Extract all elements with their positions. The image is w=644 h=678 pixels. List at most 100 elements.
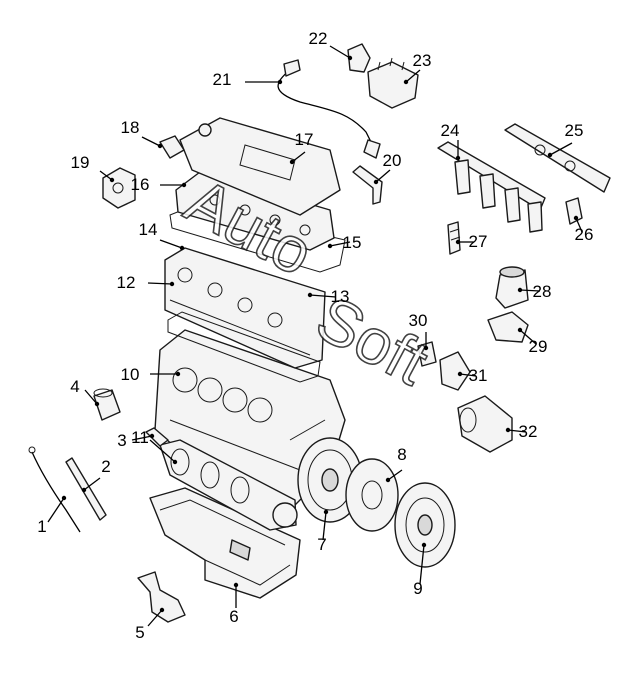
callout-21: 21 bbox=[213, 70, 232, 89]
oil-filter-part bbox=[93, 388, 121, 421]
callout-12: 12 bbox=[117, 273, 136, 292]
leader-lines bbox=[47, 45, 583, 627]
leader-line-28 bbox=[519, 289, 541, 292]
leader-line-20 bbox=[375, 169, 391, 183]
leader-line-4 bbox=[84, 389, 98, 405]
callout-1: 1 bbox=[37, 517, 46, 536]
leader-line-1 bbox=[47, 497, 65, 523]
sensor-3-part bbox=[145, 427, 169, 447]
crankshaft-part bbox=[159, 439, 298, 531]
leader-line-5 bbox=[147, 609, 163, 627]
leader-dot-14 bbox=[179, 245, 185, 251]
ignition-coil-part bbox=[367, 57, 419, 109]
leader-line-2 bbox=[83, 477, 101, 491]
leader-line-15 bbox=[329, 241, 351, 247]
leader-dot-1 bbox=[61, 495, 67, 501]
cylinder-head-part bbox=[164, 247, 326, 369]
callout-10: 10 bbox=[121, 365, 140, 384]
leader-dot-17 bbox=[289, 159, 295, 165]
head-gasket-part bbox=[167, 311, 321, 383]
sensor-bracket-part bbox=[487, 311, 529, 343]
leader-line-11 bbox=[149, 439, 176, 463]
leader-dot-27 bbox=[455, 239, 461, 245]
leader-dot-6 bbox=[233, 582, 239, 588]
leader-line-12 bbox=[147, 282, 173, 285]
leader-line-23 bbox=[405, 69, 421, 83]
leader-dot-7 bbox=[323, 509, 329, 515]
callout-16: 16 bbox=[131, 175, 150, 194]
thermostat-housing-part bbox=[495, 266, 529, 309]
callout-18: 18 bbox=[121, 118, 140, 137]
callout-13: 13 bbox=[331, 287, 350, 306]
leader-dot-15 bbox=[327, 243, 333, 249]
oil-pan-part bbox=[149, 487, 301, 599]
leader-line-19 bbox=[99, 170, 113, 181]
leader-dot-8 bbox=[385, 477, 391, 483]
callout-8: 8 bbox=[397, 445, 406, 464]
starter-motor-part bbox=[457, 395, 513, 453]
leader-dot-26 bbox=[573, 215, 579, 221]
callout-17: 17 bbox=[295, 130, 314, 149]
leader-line-31 bbox=[459, 373, 477, 377]
pressure-regulator-part bbox=[565, 197, 583, 225]
leader-dot-22 bbox=[347, 55, 353, 61]
leader-dot-32 bbox=[505, 427, 511, 433]
engine-cover-part bbox=[179, 117, 341, 216]
leader-dot-31 bbox=[457, 371, 463, 377]
leader-line-17 bbox=[291, 151, 306, 163]
callout-26: 26 bbox=[575, 225, 594, 244]
leader-line-18 bbox=[141, 136, 161, 147]
callout-9: 9 bbox=[413, 579, 422, 598]
leader-dot-16 bbox=[181, 182, 187, 188]
callout-31: 31 bbox=[469, 366, 488, 385]
engine-mount-part bbox=[102, 167, 136, 209]
leader-dot-2 bbox=[81, 487, 87, 493]
callout-24: 24 bbox=[441, 121, 460, 140]
engine-block-part bbox=[154, 329, 346, 511]
leader-dot-25 bbox=[547, 152, 553, 158]
oil-strainer-part bbox=[137, 571, 186, 623]
leader-dot-21 bbox=[277, 79, 283, 85]
leader-line-32 bbox=[507, 429, 527, 433]
leader-dot-29 bbox=[517, 327, 523, 333]
callout-27: 27 bbox=[469, 232, 488, 251]
hose-part bbox=[352, 165, 383, 205]
callout-7: 7 bbox=[317, 535, 326, 554]
callout-23: 23 bbox=[413, 51, 432, 70]
callout-3: 3 bbox=[117, 431, 126, 450]
leader-dot-13 bbox=[307, 292, 313, 298]
leader-line-26 bbox=[575, 217, 583, 233]
leader-line-14 bbox=[159, 239, 183, 249]
bracket-31-part bbox=[439, 351, 471, 391]
fuel-rail-part bbox=[504, 123, 611, 193]
callout-6: 6 bbox=[229, 607, 238, 626]
ignition-lead-part bbox=[277, 59, 381, 159]
callout-25: 25 bbox=[565, 121, 584, 140]
callout-20: 20 bbox=[383, 151, 402, 170]
callout-22: 22 bbox=[309, 29, 328, 48]
leader-dot-28 bbox=[517, 287, 523, 293]
callout-30: 30 bbox=[409, 311, 428, 330]
callout-14: 14 bbox=[139, 220, 158, 239]
leader-dot-24 bbox=[455, 155, 461, 161]
leader-dot-9 bbox=[421, 542, 427, 548]
leader-dot-30 bbox=[423, 345, 429, 351]
leader-dot-3 bbox=[149, 433, 155, 439]
callout-29: 29 bbox=[529, 337, 548, 356]
leader-line-9 bbox=[419, 544, 425, 585]
leader-line-22 bbox=[329, 45, 351, 59]
leader-line-3 bbox=[131, 435, 153, 441]
leader-dot-18 bbox=[157, 143, 163, 149]
fuel-rail-injectors-part bbox=[437, 141, 546, 233]
leader-dot-10 bbox=[175, 371, 181, 377]
callout-2: 2 bbox=[101, 457, 110, 476]
leader-line-8 bbox=[387, 469, 403, 481]
callout-28: 28 bbox=[533, 282, 552, 301]
leader-line-7 bbox=[322, 511, 327, 541]
sensor-part bbox=[417, 341, 437, 367]
leader-dot-4 bbox=[94, 401, 100, 407]
dipstick-part bbox=[28, 446, 81, 533]
pressure-plate-part bbox=[394, 482, 456, 568]
